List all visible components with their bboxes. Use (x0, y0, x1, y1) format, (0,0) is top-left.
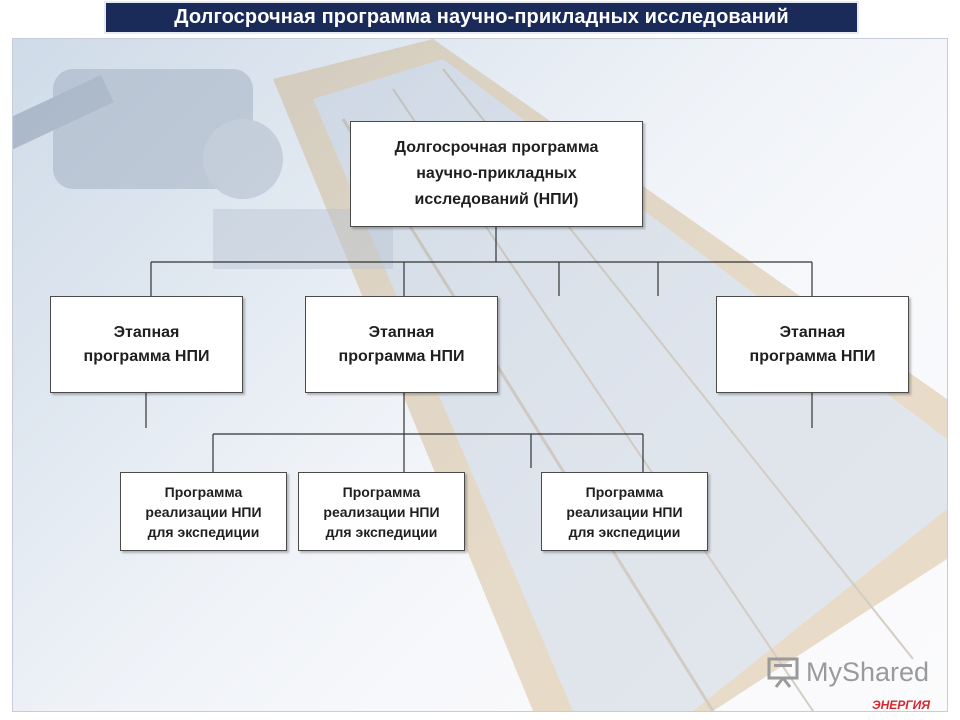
expedition-program-label: Программа реализации НПИ для экспедиции (323, 483, 440, 540)
slide-title: Долгосрочная программа научно-прикладных… (174, 6, 789, 28)
stage-program-box: Этапная программа НПИ (50, 296, 243, 393)
expedition-program-box: Программа реализации НПИ для экспедиции (541, 472, 708, 551)
presentation-board-icon (767, 657, 799, 688)
expedition-program-box: Программа реализации НПИ для экспедиции (120, 472, 287, 551)
root-program-box: Долгосрочная программа научно-прикладных… (350, 121, 643, 227)
energia-logo: ЭНЕРГИЯ (872, 698, 930, 712)
stage-program-box: Этапная программа НПИ (716, 296, 909, 393)
slide-title-bar: Долгосрочная программа научно-прикладных… (104, 1, 859, 34)
expedition-program-label: Программа реализации НПИ для экспедиции (566, 483, 683, 540)
root-program-label: Долгосрочная программа научно-прикладных… (394, 139, 599, 208)
stage-program-box: Этапная программа НПИ (305, 296, 498, 393)
expedition-program-label: Программа реализации НПИ для экспедиции (145, 483, 262, 540)
stage-program-label: Этапная программа НПИ (749, 323, 876, 365)
expedition-program-box: Программа реализации НПИ для экспедиции (298, 472, 465, 551)
energia-logo-text: ЭНЕРГИЯ (872, 698, 931, 712)
myshared-watermark: MyShared (766, 655, 929, 689)
watermark-text: MyShared (806, 656, 930, 687)
stage-program-label: Этапная программа НПИ (338, 323, 465, 365)
stage-program-label: Этапная программа НПИ (83, 323, 210, 365)
